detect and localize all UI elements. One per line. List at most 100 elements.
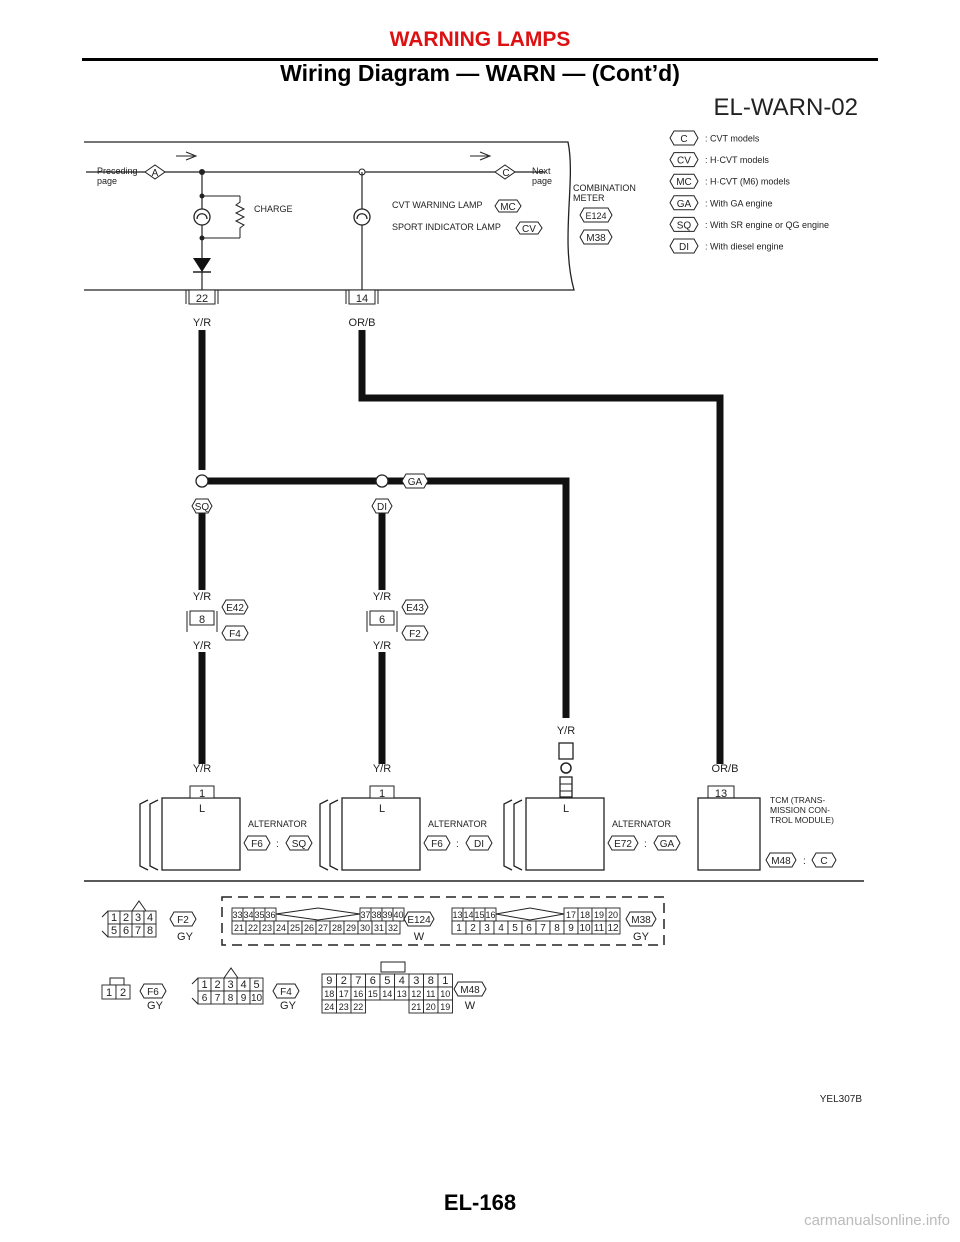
svg-text:6: 6	[379, 614, 385, 626]
svg-text:18: 18	[324, 989, 334, 999]
connector-id-tag: E124	[403, 911, 435, 927]
svg-text:3: 3	[413, 975, 419, 987]
svg-text:ALTERNATOR: ALTERNATOR	[612, 819, 672, 829]
svg-text:22: 22	[248, 923, 258, 933]
diode-icon	[193, 258, 211, 272]
svg-text:F2: F2	[177, 915, 189, 926]
svg-text:30: 30	[360, 923, 370, 933]
svg-text:MC: MC	[676, 177, 692, 188]
legend-code-tag: SQ	[669, 216, 699, 232]
svg-text:8: 8	[199, 614, 205, 626]
branch-di: DI	[377, 502, 387, 513]
svg-text:GY: GY	[177, 931, 194, 943]
svg-text:F4: F4	[229, 629, 241, 640]
svg-text:7: 7	[215, 993, 221, 1004]
svg-text:3: 3	[227, 979, 233, 991]
svg-text:ALTERNATOR: ALTERNATOR	[428, 819, 488, 829]
svg-text:M48: M48	[771, 856, 791, 867]
svg-text:39: 39	[382, 910, 392, 920]
svg-text:CVT WARNING LAMP: CVT WARNING LAMP	[392, 200, 483, 210]
svg-text:Y/R: Y/R	[193, 763, 211, 775]
svg-text:MC: MC	[500, 202, 516, 213]
svg-text::: :	[456, 839, 459, 850]
svg-text:10: 10	[251, 993, 263, 1004]
legend-code-tag: GA	[669, 195, 699, 211]
alternator-connector-tag: F6	[423, 835, 451, 851]
header-rule	[82, 58, 878, 61]
svg-text:1: 1	[379, 788, 385, 800]
svg-text:32: 32	[388, 923, 398, 933]
section-title: WARNING LAMPS	[389, 28, 571, 51]
svg-text:21: 21	[411, 1002, 421, 1012]
alternator-variant-tag: GA	[653, 835, 681, 851]
svg-text:12: 12	[411, 989, 421, 999]
svg-text:F6: F6	[431, 839, 443, 850]
svg-text:13: 13	[715, 788, 727, 800]
svg-text:22: 22	[353, 1002, 363, 1012]
junction-di	[375, 474, 389, 488]
svg-text:22: 22	[196, 293, 208, 305]
svg-text:40: 40	[393, 910, 403, 920]
svg-text:18: 18	[580, 910, 590, 920]
svg-text:14: 14	[463, 910, 473, 920]
svg-text:23: 23	[339, 1002, 349, 1012]
legend-description: : With SR engine or QG engine	[705, 220, 829, 230]
ref-c: C	[502, 168, 509, 179]
cvt-lamp-icon	[353, 208, 371, 226]
svg-text:29: 29	[346, 923, 356, 933]
svg-text:12: 12	[607, 923, 619, 934]
svg-text:GY: GY	[280, 1000, 297, 1012]
svg-text:L: L	[563, 803, 569, 815]
svg-text:E124: E124	[407, 915, 431, 926]
svg-text:20: 20	[426, 1002, 436, 1012]
legend-description: : H·CVT models	[705, 155, 769, 165]
svg-text:24: 24	[276, 923, 286, 933]
svg-text:11: 11	[426, 989, 435, 999]
svg-text:5: 5	[384, 975, 390, 987]
svg-text:W: W	[414, 931, 425, 943]
svg-text:3: 3	[135, 912, 141, 924]
connector-id-tag: M48	[453, 981, 487, 997]
svg-text::: :	[276, 839, 279, 850]
svg-text:1: 1	[456, 923, 462, 934]
svg-text:23: 23	[262, 923, 272, 933]
alternator-variant-tag: DI	[465, 835, 493, 851]
svg-text:6: 6	[370, 975, 376, 987]
svg-text:ALTERNATOR: ALTERNATOR	[248, 819, 308, 829]
svg-text:Y/R: Y/R	[373, 591, 391, 603]
connector-id-tag: F2	[169, 911, 197, 927]
svg-text:SQ: SQ	[677, 220, 692, 231]
svg-text:9: 9	[568, 923, 574, 934]
branch-sq: SQ	[195, 502, 210, 513]
svg-text:4: 4	[399, 975, 405, 987]
svg-text:25: 25	[290, 923, 300, 933]
svg-text:7: 7	[355, 975, 361, 987]
legend-code-tag: DI	[669, 238, 699, 254]
legend-description: : With diesel engine	[705, 242, 784, 252]
svg-text:GY: GY	[633, 931, 650, 943]
svg-text:4: 4	[147, 912, 153, 924]
wire-harness	[198, 330, 724, 764]
connector-id-tag: F4	[272, 983, 300, 999]
svg-text:6: 6	[202, 993, 208, 1004]
svg-text:13: 13	[452, 910, 462, 920]
charge-lamp-icon	[193, 208, 211, 226]
svg-text:E72: E72	[614, 839, 632, 850]
joint-connector-e42: Y/R 8 Y/R E42 F4	[186, 591, 249, 652]
svg-text:Y/R: Y/R	[193, 591, 211, 603]
svg-text:28: 28	[332, 923, 342, 933]
page-subtitle: Wiring Diagram — WARN — (Cont’d)	[280, 60, 680, 86]
svg-text:16: 16	[485, 910, 495, 920]
svg-text:E42: E42	[226, 603, 244, 614]
svg-text:21: 21	[234, 923, 244, 933]
svg-text:L: L	[379, 803, 385, 815]
svg-text:CV: CV	[677, 156, 691, 167]
svg-text:13: 13	[397, 989, 407, 999]
page-number: EL-168	[443, 1190, 517, 1215]
svg-text:2: 2	[470, 923, 476, 934]
svg-text:CV: CV	[522, 224, 536, 235]
